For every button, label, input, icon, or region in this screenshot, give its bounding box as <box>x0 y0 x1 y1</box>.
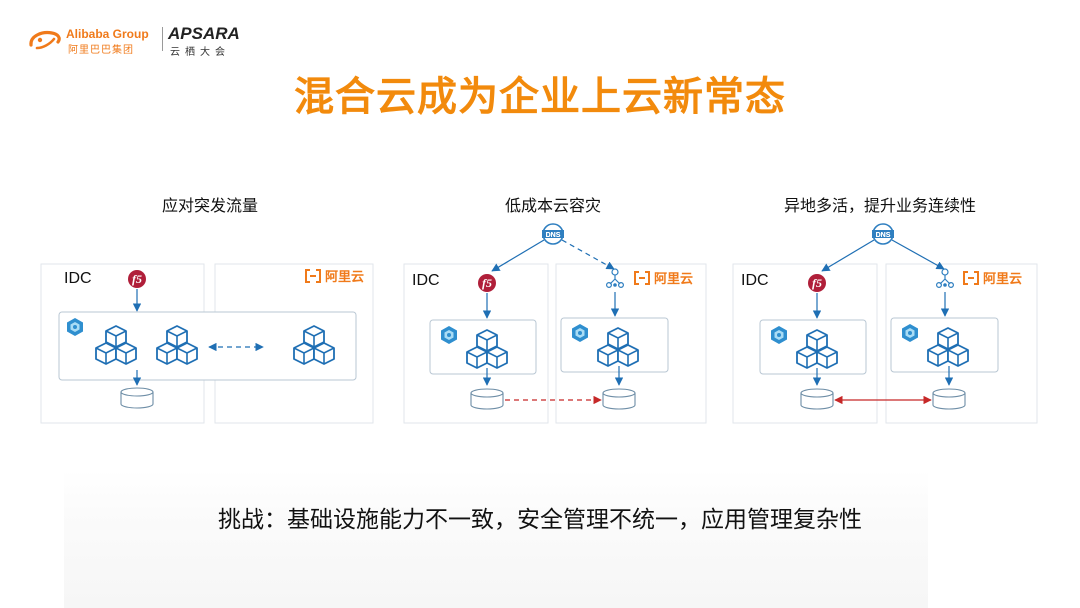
panel-2-diagram: DNS IDC 阿里云 <box>403 223 707 424</box>
apsara-text: APSARA <box>168 24 240 43</box>
brand-divider <box>162 27 163 51</box>
alibaba-logo-icon <box>29 30 61 50</box>
challenge-background <box>64 470 928 608</box>
aliyun-logo-icon: 阿里云 <box>634 271 693 287</box>
alibaba-group-logo: Alibaba Group 阿里巴巴集团 <box>28 26 158 56</box>
cluster-box <box>58 311 357 381</box>
idc-label: IDC <box>64 270 92 287</box>
dns-label: DNS <box>876 232 891 239</box>
idc-label: IDC <box>412 272 440 289</box>
idc-label: IDC <box>741 272 769 289</box>
challenge-text: 挑战：基础设施能力不一致，安全管理不统一，应用管理复杂性 <box>218 507 862 533</box>
dns-label: DNS <box>546 232 561 239</box>
page-title: 混合云成为企业上云新常态 <box>294 74 786 120</box>
database-icon <box>602 388 636 410</box>
f5-icon <box>128 270 146 288</box>
aliyun-logo-icon: 阿里云 <box>963 271 1022 287</box>
cloud-label: 阿里云 <box>654 272 693 287</box>
database-icon <box>932 388 966 410</box>
aliyun-logo-icon: 阿里云 <box>305 269 364 285</box>
alibaba-group-text: Alibaba Group <box>66 27 149 41</box>
dns-icon: DNS <box>541 223 565 245</box>
dns-icon: DNS <box>871 223 895 245</box>
panel-3-title: 异地多活，提升业务连续性 <box>783 196 976 215</box>
architecture-diagrams: f5 DNS IDC 阿里 <box>40 223 1038 424</box>
panel-1-diagram: IDC 阿里云 <box>40 263 374 424</box>
alibaba-group-cn-text: 阿里巴巴集团 <box>68 45 134 56</box>
database-icon <box>470 388 504 410</box>
apsara-cn-text: 云栖大会 <box>170 47 230 58</box>
panel-3-diagram: DNS IDC 阿里云 <box>732 223 1038 424</box>
apsara-logo: APSARA 云栖大会 <box>168 24 248 58</box>
panel-2-title: 低成本云容灾 <box>504 196 601 215</box>
f5-icon <box>808 274 826 292</box>
database-icon <box>800 388 834 410</box>
cloud-label: 阿里云 <box>325 270 364 285</box>
panel-1-title: 应对突发流量 <box>161 196 258 215</box>
database-icon <box>120 387 154 409</box>
f5-icon <box>478 274 496 292</box>
cloud-label: 阿里云 <box>983 272 1022 287</box>
